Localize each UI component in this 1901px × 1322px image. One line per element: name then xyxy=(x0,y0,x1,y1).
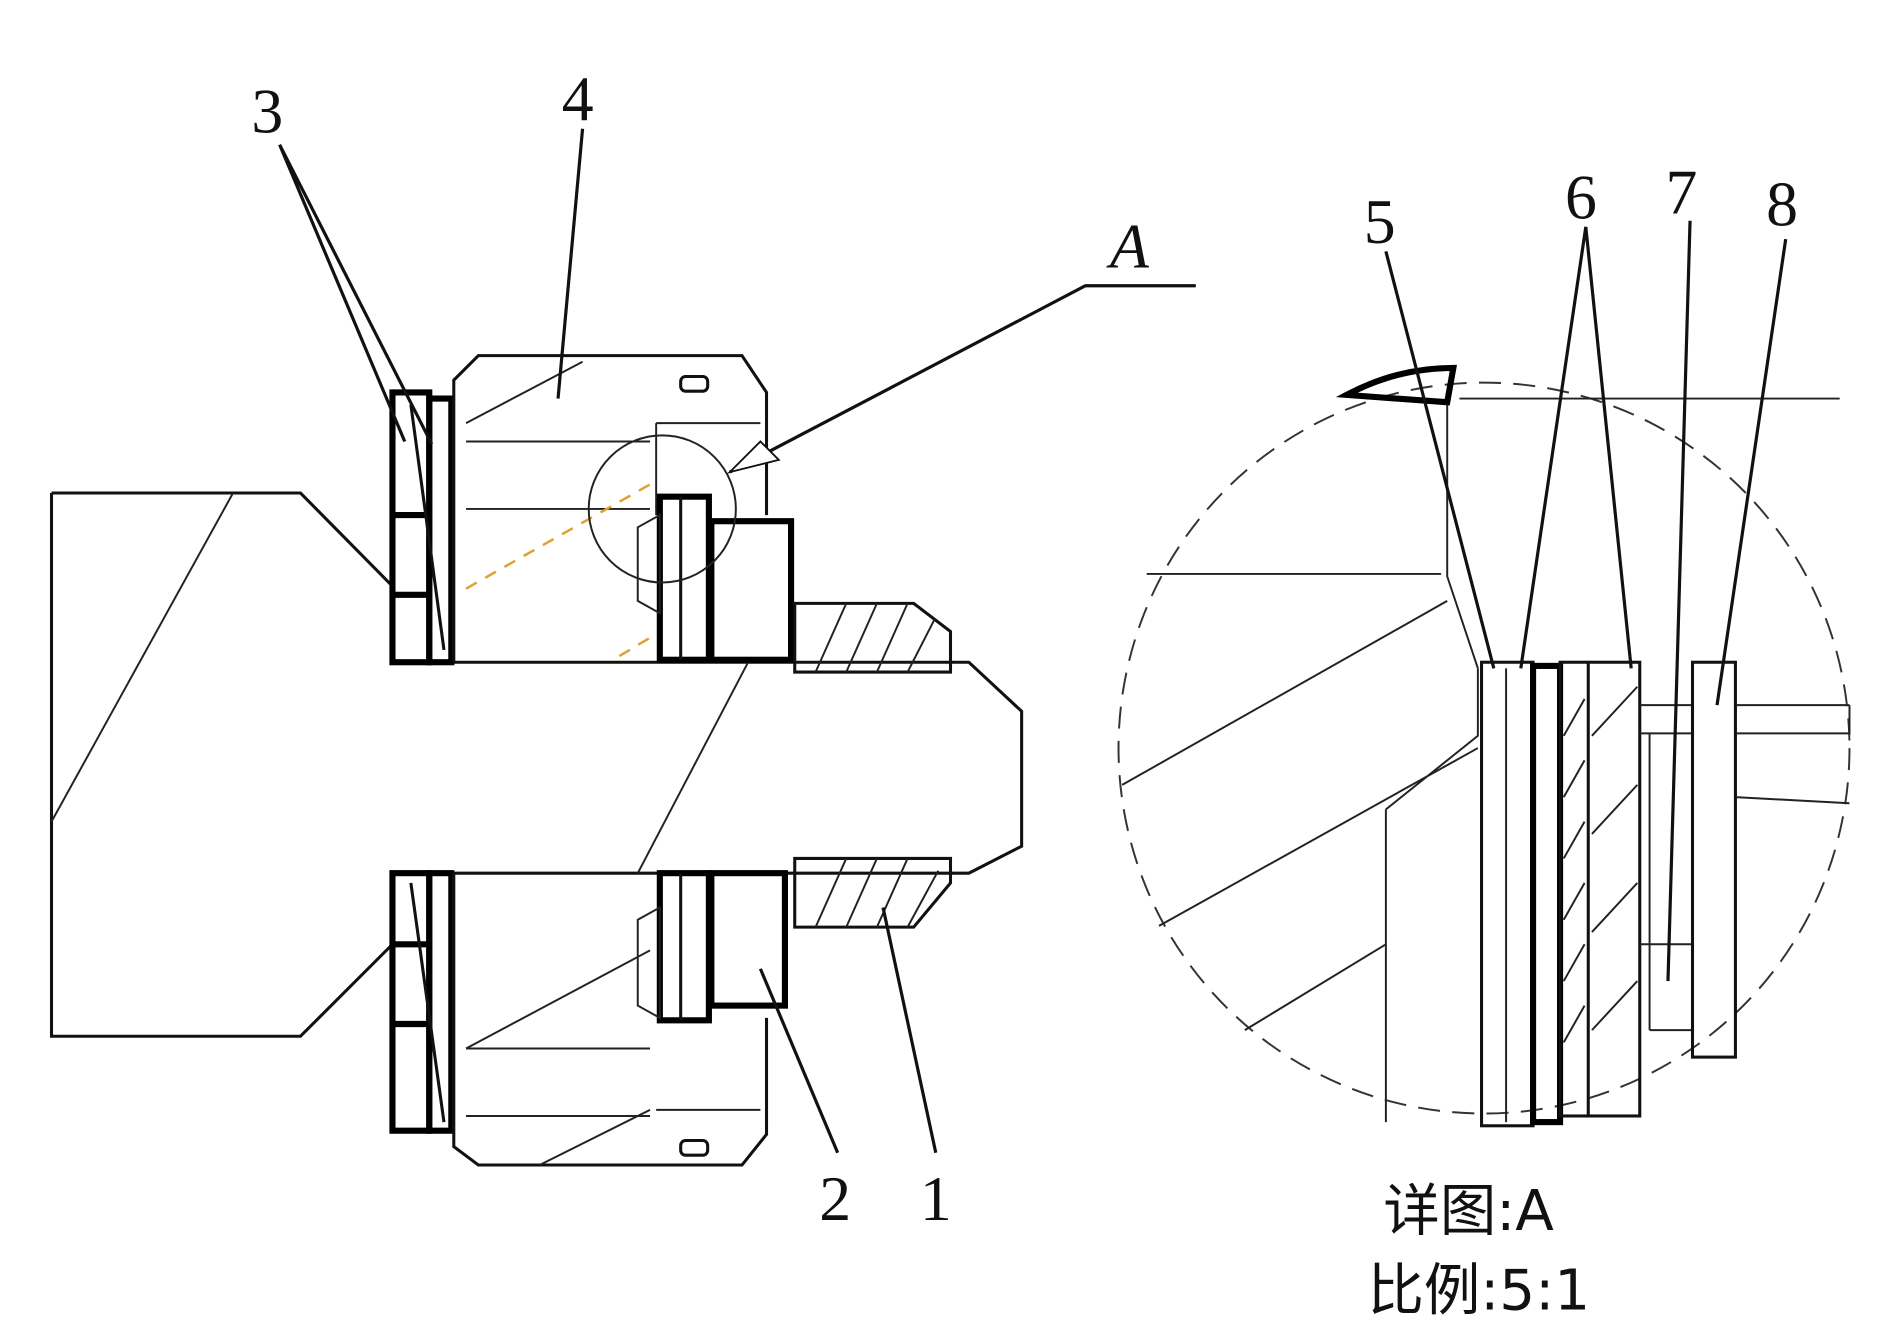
part-label-5: 5 xyxy=(1364,186,1396,257)
part-label-1: 1 xyxy=(920,1163,952,1234)
upper-nuts xyxy=(389,389,455,666)
part-label-6: 6 xyxy=(1565,161,1597,232)
part-label-2: 2 xyxy=(819,1163,851,1234)
upper-housing xyxy=(452,354,769,663)
detail-a-marker-circle xyxy=(587,434,737,584)
part-label-8: 8 xyxy=(1766,169,1798,240)
lower-nuts xyxy=(389,870,455,1134)
shaft-outline xyxy=(392,660,1024,875)
part-label-4: 4 xyxy=(562,63,594,134)
main-section-view xyxy=(49,354,1024,1167)
body-outline xyxy=(49,491,394,1038)
detail-caption-title: 详图:A xyxy=(1383,1179,1554,1244)
detail-caption-scale: 比例:5:1 xyxy=(1367,1259,1590,1322)
part-label-7: 7 xyxy=(1666,156,1698,227)
lower-housing xyxy=(452,873,769,1167)
detail-view xyxy=(1117,364,1851,1128)
leader-lines xyxy=(278,128,1788,1154)
part-label-3: 3 xyxy=(251,75,283,146)
bushing-hatched xyxy=(793,601,953,929)
detail-marker-label: A xyxy=(1106,210,1150,281)
detail-boundary-circle xyxy=(1117,381,1851,1115)
